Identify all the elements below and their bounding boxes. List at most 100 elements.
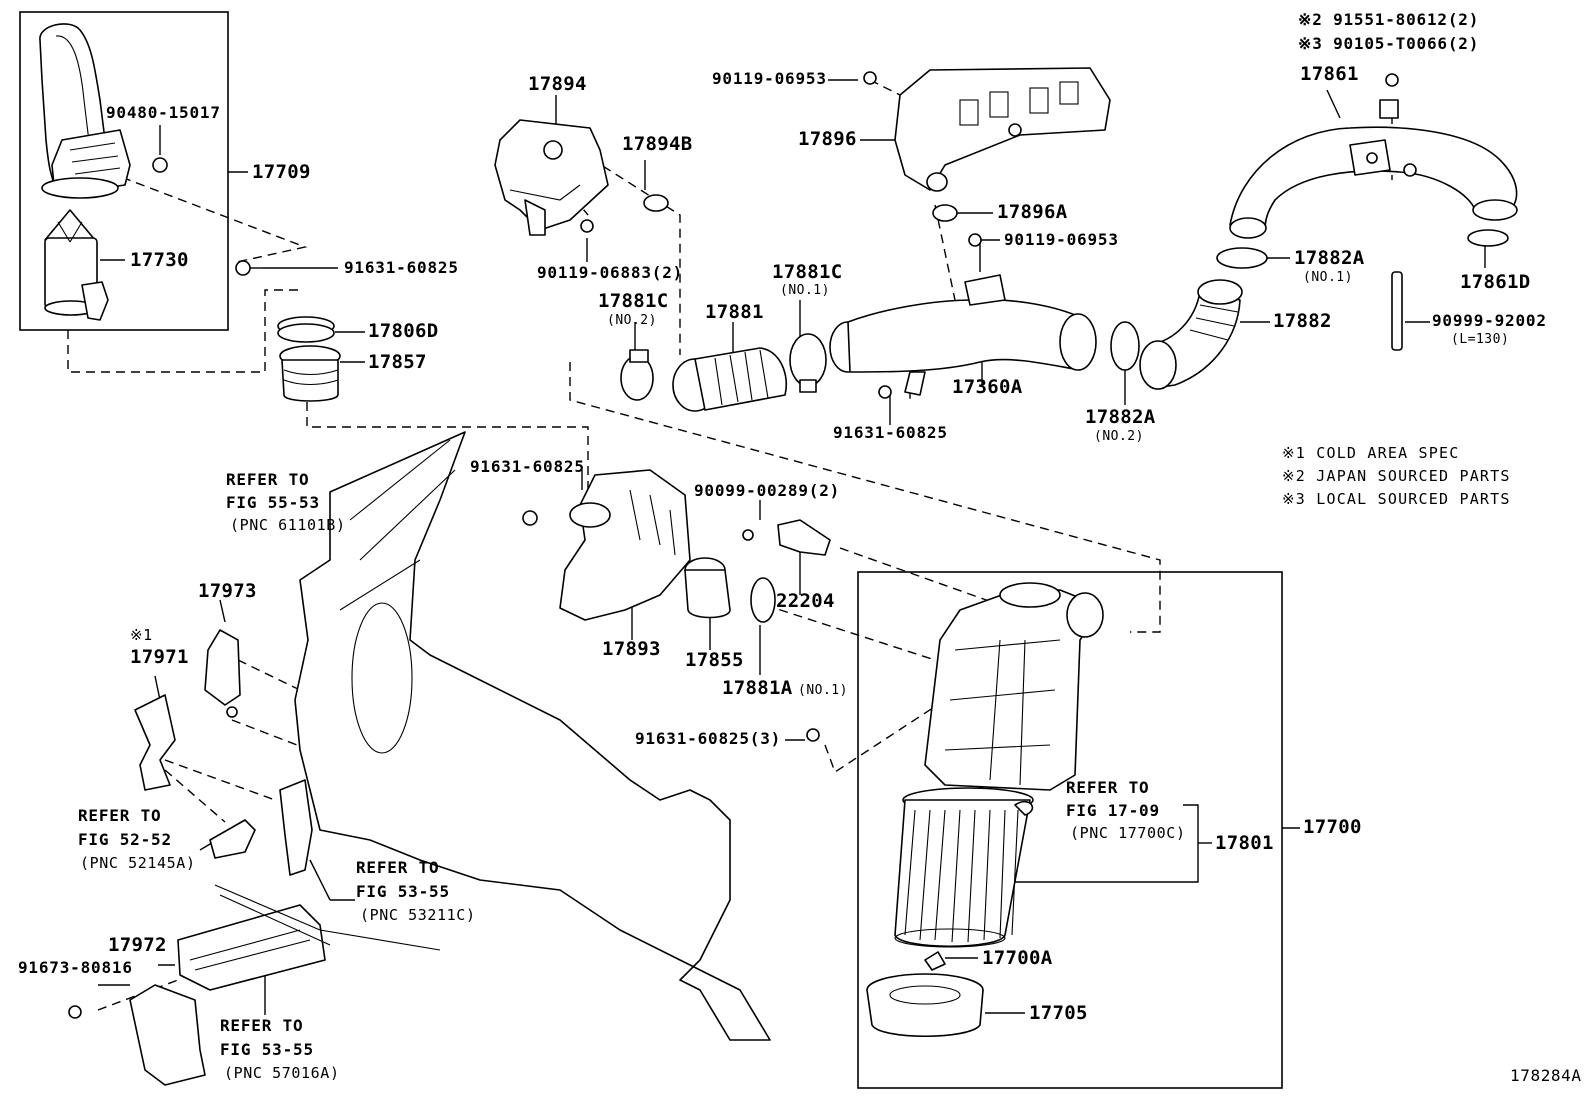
label-90119-06953-a: 90119-06953 [712, 69, 827, 88]
part-17801-filter [894, 787, 1034, 948]
part-17896-cover [894, 67, 1111, 192]
bolt-91631-60825-a [235, 260, 262, 276]
part-17705-cap [866, 973, 984, 1038]
label-refer-53-55-b-3: (PNC 57016A) [224, 1064, 340, 1082]
label-17881C-no1-sub: (NO.1) [780, 283, 830, 298]
part-17894B-clamp [643, 194, 669, 212]
dash-line [306, 402, 589, 505]
label-91631-60825-d: 91631-60825(3) [635, 729, 782, 748]
label-refer-55-53-a: REFER TO [226, 470, 310, 489]
label-17881C-no1: 17881C [772, 261, 843, 283]
diagram-id: 178284A [1510, 1066, 1582, 1085]
label-17893: 17893 [602, 638, 661, 660]
label-17730: 17730 [130, 249, 189, 271]
label-17894B: 17894B [622, 133, 693, 155]
dash-line [164, 759, 276, 801]
part-17730 [44, 209, 109, 321]
label-refer-53-55-a-2: FIG 53-55 [356, 882, 450, 901]
part-17709-intake-duct [39, 23, 168, 199]
part-17360A-pipe [829, 274, 1097, 396]
bolt-91673-80816 [68, 1005, 82, 1019]
label-17360A: 17360A [952, 376, 1023, 398]
part-17861D-clamp [1467, 229, 1509, 247]
clip-90099-00289 [742, 529, 754, 541]
label-91673-80816: 91673-80816 [18, 958, 133, 977]
part-17972-bracket [177, 904, 326, 991]
label-17882A-no1: 17882A [1294, 247, 1365, 269]
label-90099-00289: 90099-00289(2) [694, 481, 841, 500]
label-17882A-no2-sub: (NO.2) [1094, 429, 1144, 444]
label-17972: 17972 [108, 934, 167, 956]
label-22204: 22204 [776, 590, 835, 612]
label-91631-60825-c: 91631-60825 [470, 457, 585, 476]
label-17700: 17700 [1303, 816, 1362, 838]
bolt-90119-06953-b [968, 233, 982, 247]
label-refer-17-09-b: FIG 17-09 [1066, 801, 1160, 820]
kit-box-17700 [857, 571, 1283, 1089]
label-17971: 17971 [130, 646, 189, 668]
label-17801: 17801 [1215, 832, 1274, 854]
part-17806D-clamp [277, 316, 335, 343]
part-17882-hose [1139, 279, 1243, 390]
label-17881C-no2: 17881C [598, 290, 669, 312]
part-17861-pipe [1229, 73, 1518, 239]
label-length-130: (L=130) [1451, 332, 1510, 347]
part-body-bracket-57016A [129, 984, 206, 1086]
label-17881A-sub: (NO.1) [798, 683, 848, 698]
label-refer-55-53-b: FIG 55-53 [226, 493, 320, 512]
bolt-91631-60825-b [878, 385, 892, 399]
part-90999-92002-hose [1391, 271, 1403, 351]
label-refer-53-55-b-1: REFER TO [220, 1016, 304, 1035]
part-body-bracket-53211C [279, 779, 313, 876]
dash-line [237, 659, 301, 691]
label-mark3-part: ※3 90105-T0066(2) [1298, 34, 1480, 53]
part-17881-hose [672, 347, 787, 412]
part-17893-duct [559, 469, 691, 621]
label-91631-60825-a: 91631-60825 [344, 258, 459, 277]
bolt-91631-60825-d [806, 728, 820, 742]
part-17894-bracket [494, 119, 609, 236]
part-17700A-clip [924, 951, 946, 971]
part-22204-sensor [777, 519, 831, 556]
label-mark1: ※1 [130, 626, 153, 644]
label-17861D: 17861D [1460, 271, 1531, 293]
label-refer-17-09-a: REFER TO [1066, 778, 1150, 797]
note-cold-area: ※1 COLD AREA SPEC [1282, 444, 1460, 462]
label-17861: 17861 [1300, 63, 1359, 85]
label-17855: 17855 [685, 649, 744, 671]
part-17973-bracket [204, 629, 241, 718]
label-90480-15017: 90480-15017 [106, 103, 221, 122]
label-17896A: 17896A [997, 201, 1068, 223]
bolt-90119-06883 [580, 219, 594, 233]
label-17882: 17882 [1273, 310, 1332, 332]
label-91631-60825-b: 91631-60825 [833, 423, 948, 442]
label-refer-53-55-b-2: FIG 53-55 [220, 1040, 314, 1059]
label-17806D: 17806D [368, 320, 439, 342]
bolt-91631-60825-c [522, 510, 538, 526]
part-17971-bracket [134, 694, 176, 791]
dash-line [164, 769, 226, 823]
part-17881C-clamp-no2 [620, 349, 654, 401]
label-90119-06883: 90119-06883(2) [537, 263, 684, 282]
part-17700-air-cleaner-case [924, 582, 1104, 791]
label-refer-52-52-c: (PNC 52145A) [80, 854, 196, 872]
label-refer-52-52-a: REFER TO [78, 806, 162, 825]
note-local-sourced: ※3 LOCAL SOURCED PARTS [1282, 490, 1511, 508]
label-17896: 17896 [798, 128, 857, 150]
part-17855-hose [684, 557, 731, 619]
label-17705: 17705 [1029, 1002, 1088, 1024]
label-17882A-no1-sub: (NO.1) [1303, 270, 1353, 285]
label-17709: 17709 [252, 161, 311, 183]
dash-line [67, 289, 300, 373]
lower-panel-lines [214, 884, 441, 951]
part-17857-hose [279, 345, 341, 402]
part-17882A-clamp-no1 [1216, 247, 1268, 269]
label-17857: 17857 [368, 351, 427, 373]
body-panel-outline [294, 431, 771, 1041]
label-90999-92002: 90999-92002 [1432, 311, 1547, 330]
label-17894: 17894 [528, 73, 587, 95]
dash-line [764, 604, 936, 661]
dash-line [839, 547, 1021, 613]
